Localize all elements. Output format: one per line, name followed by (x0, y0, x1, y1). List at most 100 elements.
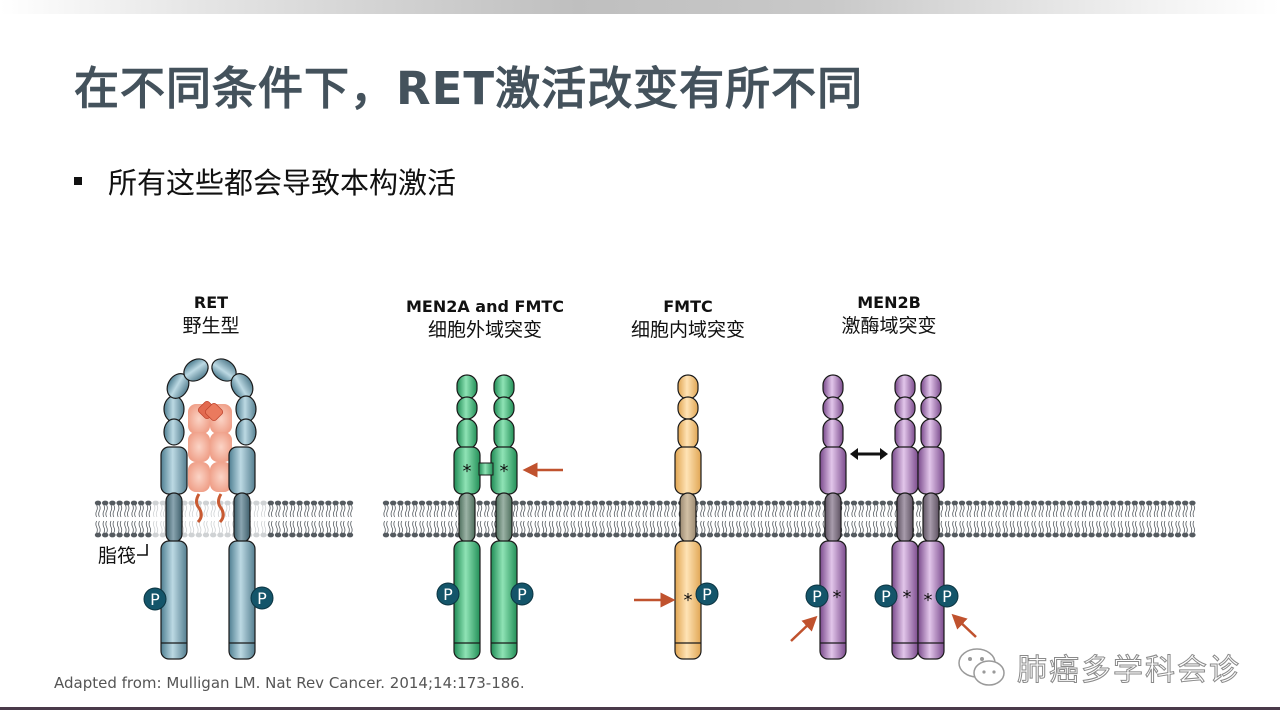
lipid-head (699, 500, 706, 506)
lipid-head (109, 500, 116, 506)
ret-receptor (160, 446, 188, 660)
lipid-tail (333, 504, 339, 518)
lipid-tail (325, 520, 331, 534)
lipid-head (210, 500, 217, 506)
lipid-tail (916, 504, 922, 518)
transmembrane-domain (824, 492, 842, 543)
panel-subtitle: 激酶域突变 (841, 315, 937, 337)
lipid-head (447, 532, 454, 538)
lipid-tail (700, 520, 706, 534)
lipid-tail (397, 504, 403, 518)
lipid-tail (613, 520, 619, 534)
phospho-label: P (702, 585, 712, 604)
lipid-tail (297, 504, 303, 518)
lipid-tail (959, 504, 965, 518)
transmembrane-domain (458, 492, 476, 543)
lipid-raft-label: 脂筏 (98, 545, 137, 567)
lipid-tail (613, 504, 619, 518)
lipid-head (526, 500, 534, 506)
lipid-tail (1045, 520, 1051, 534)
phospho-label: P (517, 585, 527, 604)
lipid-tail (844, 520, 850, 534)
lipid-tail (880, 520, 886, 534)
lipid-head (570, 500, 577, 506)
lipid-tail (765, 504, 771, 518)
watermark: 肺癌多学科会诊 (955, 645, 1241, 689)
lipid-head (1189, 532, 1196, 538)
lipid-tail (1182, 504, 1188, 518)
lipid-head (519, 500, 526, 506)
lipid-head (404, 500, 411, 506)
gdnf-ligand-complex (188, 400, 232, 524)
lipid-tail (441, 520, 447, 534)
lipid-head (1030, 532, 1038, 538)
lipid-head (188, 532, 195, 538)
lipid-tail (858, 504, 864, 518)
lipid-head (879, 532, 886, 538)
lipid-tail (1002, 504, 1008, 518)
lipid-tail (117, 520, 123, 534)
lipid-head (1052, 532, 1059, 538)
ret-receptor (228, 446, 256, 660)
lipid-tail (153, 504, 159, 518)
lipid-tail (412, 520, 418, 534)
lipid-head (418, 532, 426, 538)
lipid-tail (1139, 520, 1145, 534)
lipid-tail (383, 520, 389, 534)
lipid-tail (729, 520, 735, 534)
lipid-head (1095, 500, 1103, 506)
lipid-tail (873, 504, 879, 518)
lipid-head (879, 500, 886, 506)
lipid-head (562, 500, 570, 506)
ret-receptor (674, 374, 702, 660)
lipid-tail (124, 504, 130, 518)
lipid-head (116, 532, 123, 538)
lipid-tail (621, 520, 627, 534)
lipid-head (102, 500, 109, 506)
lipid-head (123, 532, 130, 538)
lipid-tail (570, 520, 576, 534)
lipid-head (987, 500, 994, 506)
lipid-tail (117, 504, 123, 518)
lipid-head (865, 532, 872, 538)
lipid-head (1153, 500, 1160, 506)
lipid-head (850, 532, 858, 538)
lipid-tail (714, 520, 720, 534)
gfra-coreceptor (188, 432, 210, 462)
lipid-tail (203, 520, 209, 534)
lipid-head (627, 532, 634, 538)
lipid-head (757, 532, 764, 538)
lipid-tail (592, 520, 598, 534)
lipid-head (325, 500, 332, 506)
lipid-head (1023, 500, 1030, 506)
bullet-item: 所有这些都会导致本构激活 (74, 160, 456, 202)
lipid-head (620, 532, 627, 538)
lipid-tail (1067, 504, 1073, 518)
cysteine-rich-domain (819, 446, 847, 495)
mutation-arrow (951, 613, 977, 638)
lipid-tail (765, 520, 771, 534)
lipid-head (1160, 500, 1167, 506)
lipid-head (260, 500, 267, 506)
lipid-head (1131, 500, 1139, 506)
lipid-tail (988, 520, 994, 534)
lipid-tail (383, 504, 389, 518)
lipid-head (159, 532, 166, 538)
lipid-head (1074, 532, 1081, 538)
lipid-head (714, 532, 721, 538)
ret-receptor (490, 374, 518, 660)
lipid-tail (124, 520, 130, 534)
lipid-tail (628, 520, 634, 534)
lipid-head (1066, 500, 1074, 506)
lipid-head (800, 500, 807, 506)
lipid-tail (1081, 520, 1087, 534)
lipid-head (555, 532, 562, 538)
lipid-tail (556, 504, 562, 518)
lipid-tail (1125, 520, 1131, 534)
lipid-head (397, 532, 404, 538)
lipid-tail (995, 504, 1001, 518)
lipid-head (634, 500, 642, 506)
panel-label-fmtc: FMTC 细胞内域突变 (631, 296, 745, 342)
lipid-head (138, 532, 145, 538)
cadherin-domain (493, 396, 515, 420)
